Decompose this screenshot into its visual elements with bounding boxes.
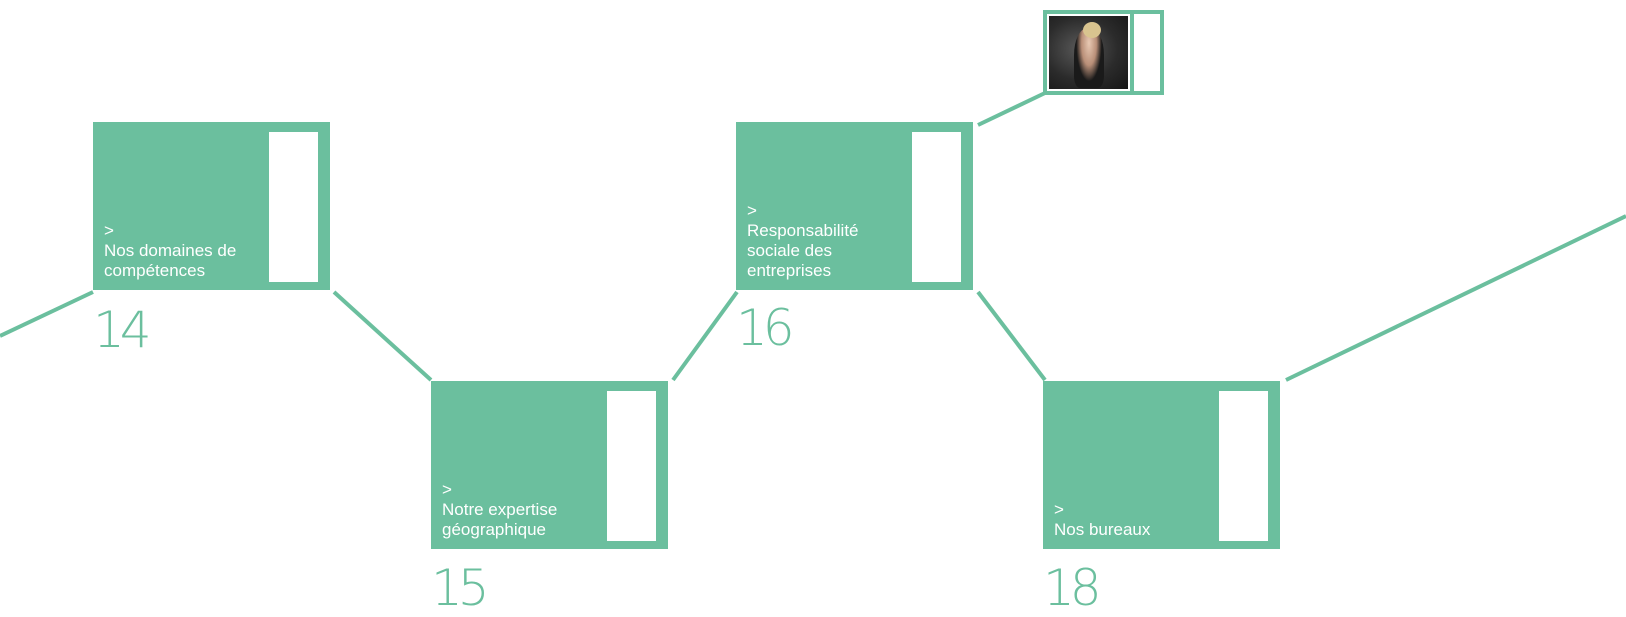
person-figure-icon bbox=[1074, 28, 1104, 88]
arrow-icon: > bbox=[104, 221, 114, 240]
connector-line bbox=[332, 290, 433, 382]
section-label: > Responsabilité sociale des entreprises bbox=[747, 201, 917, 281]
card-white-panel bbox=[912, 132, 961, 282]
section-title: Nos domaines de compétences bbox=[104, 241, 237, 280]
section-title: Nos bureaux bbox=[1054, 520, 1151, 539]
section-card-responsabilite[interactable]: > Responsabilité sociale des entreprises bbox=[736, 122, 973, 290]
page-number: 18 bbox=[1043, 559, 1102, 617]
section-card-domaines[interactable]: > Nos domaines de compétences bbox=[93, 122, 330, 290]
arrow-icon: > bbox=[1054, 500, 1064, 519]
card-white-panel bbox=[269, 132, 318, 282]
arrow-icon: > bbox=[442, 480, 452, 499]
photo-thumbnail[interactable] bbox=[1043, 10, 1164, 95]
connector-line bbox=[977, 91, 1046, 127]
connector-line bbox=[1285, 214, 1626, 382]
section-card-bureaux[interactable]: > Nos bureaux bbox=[1043, 381, 1280, 549]
page-number: 16 bbox=[736, 299, 795, 357]
section-title: Responsabilité sociale des entreprises bbox=[747, 221, 859, 280]
section-card-expertise[interactable]: > Notre expertise géographique bbox=[431, 381, 668, 549]
section-label: > Nos domaines de compétences bbox=[104, 221, 274, 281]
connector-line bbox=[976, 290, 1047, 382]
person-hair-icon bbox=[1083, 22, 1101, 38]
connector-line bbox=[671, 290, 739, 382]
page-number: 15 bbox=[431, 559, 490, 617]
section-label: > Notre expertise géographique bbox=[442, 480, 612, 540]
photo-image bbox=[1049, 16, 1128, 89]
arrow-icon: > bbox=[747, 201, 757, 220]
page-number: 14 bbox=[93, 301, 152, 359]
section-title: Notre expertise géographique bbox=[442, 500, 558, 539]
connector-line bbox=[0, 290, 94, 338]
card-white-panel bbox=[607, 391, 656, 541]
thumbnail-divider bbox=[1130, 14, 1134, 91]
card-white-panel bbox=[1219, 391, 1268, 541]
section-label: > Nos bureaux bbox=[1054, 500, 1224, 540]
